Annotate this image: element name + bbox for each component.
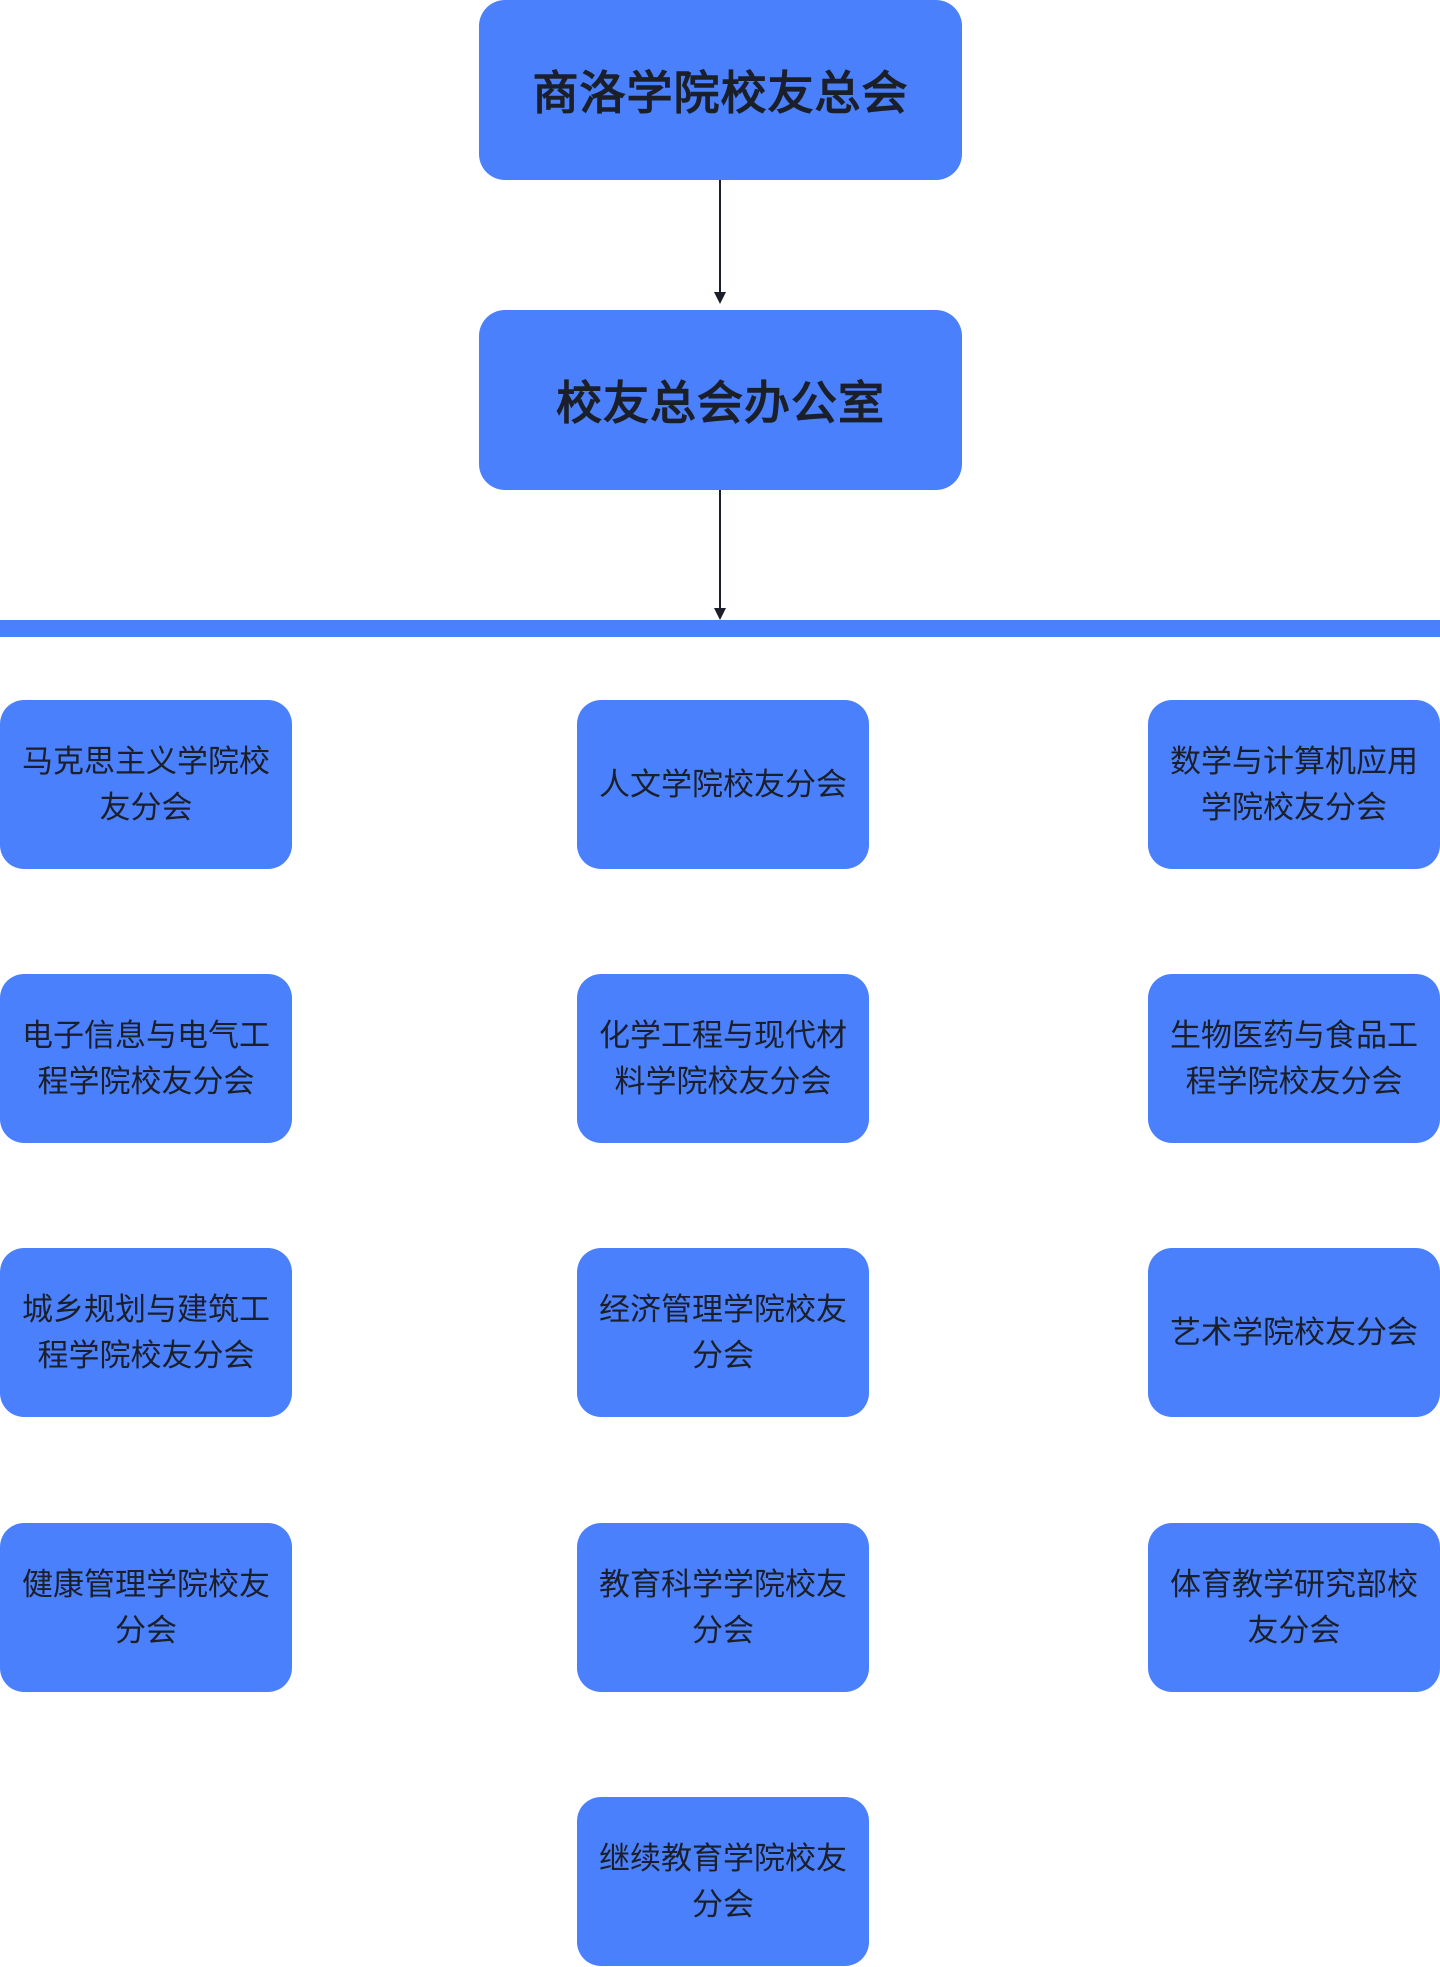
- branch-node-label: 数学与计算机应用学院校友分会: [1170, 743, 1418, 826]
- branch-node-arts: 艺术学院校友分会: [1148, 1248, 1440, 1417]
- branch-node-humanities: 人文学院校友分会: [577, 700, 869, 869]
- branch-node-physical-education: 体育教学研究部校友分会: [1148, 1523, 1440, 1692]
- branch-node-urban-architecture: 城乡规划与建筑工程学院校友分会: [0, 1248, 292, 1417]
- branch-node-label: 生物医药与食品工程学院校友分会: [1170, 1017, 1418, 1100]
- branch-node-continuing-education: 继续教育学院校友分会: [577, 1797, 869, 1966]
- root-node-label: 商洛学院校友总会: [532, 66, 909, 120]
- branch-node-marxism: 马克思主义学院校友分会: [0, 700, 292, 869]
- branch-node-label: 马克思主义学院校友分会: [22, 743, 270, 826]
- branch-node-biomedicine-food: 生物医药与食品工程学院校友分会: [1148, 974, 1440, 1143]
- branch-node-label: 化学工程与现代材料学院校友分会: [599, 1017, 847, 1100]
- branch-node-education-science: 教育科学学院校友分会: [577, 1523, 869, 1692]
- branch-node-label: 人文学院校友分会: [599, 766, 847, 803]
- branch-node-label: 健康管理学院校友分会: [22, 1566, 270, 1649]
- branch-node-label: 经济管理学院校友分会: [599, 1291, 847, 1374]
- branch-node-chemical-materials: 化学工程与现代材料学院校友分会: [577, 974, 869, 1143]
- branch-node-label: 艺术学院校友分会: [1170, 1314, 1418, 1351]
- branch-node-math-computer: 数学与计算机应用学院校友分会: [1148, 700, 1440, 869]
- branch-node-label: 体育教学研究部校友分会: [1170, 1566, 1418, 1649]
- branch-node-label: 继续教育学院校友分会: [599, 1840, 847, 1923]
- office-node: 校友总会办公室: [479, 310, 962, 490]
- branch-bus-bar: [0, 620, 1440, 637]
- branch-node-label: 教育科学学院校友分会: [599, 1566, 847, 1649]
- branch-node-label: 电子信息与电气工程学院校友分会: [22, 1017, 270, 1100]
- branch-node-health-management: 健康管理学院校友分会: [0, 1523, 292, 1692]
- branch-node-economics-management: 经济管理学院校友分会: [577, 1248, 869, 1417]
- office-node-label: 校友总会办公室: [556, 376, 885, 430]
- branch-node-electronics-electrical: 电子信息与电气工程学院校友分会: [0, 974, 292, 1143]
- root-node: 商洛学院校友总会: [479, 0, 962, 180]
- branch-node-label: 城乡规划与建筑工程学院校友分会: [22, 1291, 270, 1374]
